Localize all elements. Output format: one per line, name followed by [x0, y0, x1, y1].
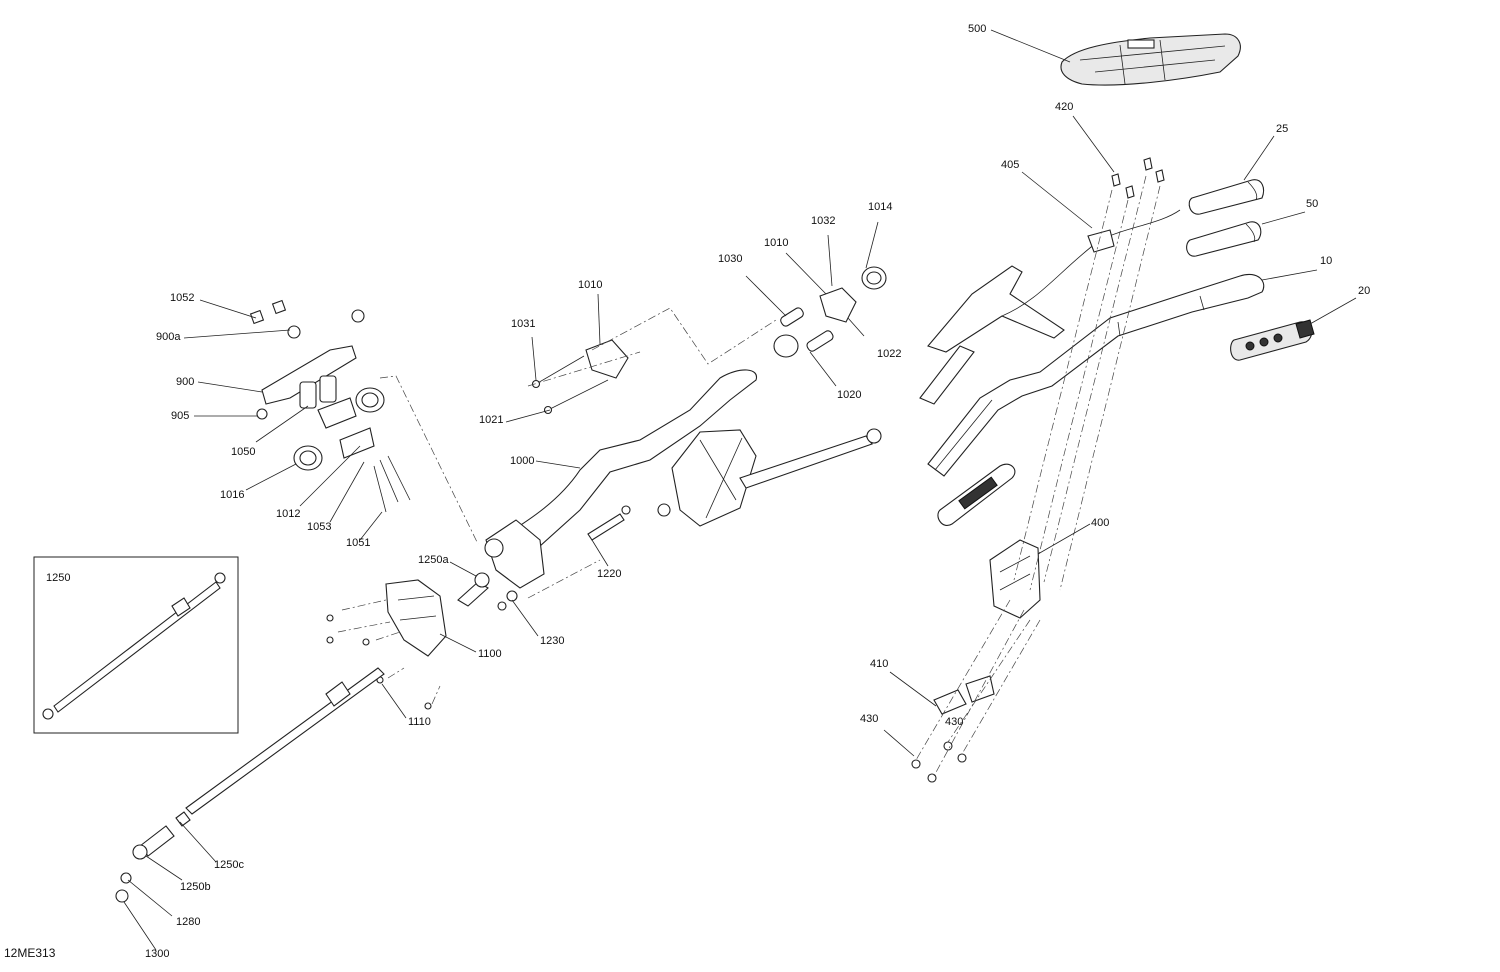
- callout-1051: 1051: [346, 537, 370, 549]
- grip-left-bar: [937, 463, 1016, 526]
- grip-tube-25: [1188, 179, 1265, 215]
- riser-clamp-400: [989, 539, 1041, 619]
- drawing-code: 12ME313: [4, 946, 56, 960]
- callout-1100: 1100: [478, 648, 502, 660]
- callout-430b: 430: [860, 713, 878, 725]
- callout-1032: 1032: [811, 215, 835, 227]
- callout-1300: 1300: [145, 948, 169, 960]
- callout-1110: 1110: [408, 716, 431, 728]
- callout-20: 20: [1358, 285, 1370, 297]
- callout-1250c: 1250c: [214, 859, 244, 871]
- callout-1250b: 1250b: [180, 881, 211, 893]
- callout-900: 900: [176, 376, 194, 388]
- callout-25: 25: [1276, 123, 1288, 135]
- heated-grip-20: [1230, 319, 1315, 361]
- column-clamp-1010a: [585, 339, 629, 379]
- callout-1053: 1053: [307, 521, 331, 533]
- callout-1022: 1022: [877, 348, 901, 360]
- screws-420: [1111, 157, 1165, 199]
- steering-cover-1100: [385, 579, 447, 657]
- steering-column-1000: [484, 369, 757, 589]
- callout-1000: 1000: [510, 455, 534, 467]
- callout-1014: 1014: [868, 201, 892, 213]
- column-clamp-1010b: [819, 287, 857, 323]
- leader-lines: [123, 29, 1357, 951]
- handlebar-pad-500: [1060, 33, 1241, 86]
- bracket-assembly-900: [249, 299, 411, 513]
- bushings: [293, 266, 887, 471]
- callout-900a: 900a: [156, 331, 181, 343]
- callout-1050: 1050: [231, 446, 255, 458]
- tie-rod-end-small: [457, 505, 631, 611]
- callout-1280: 1280: [176, 916, 200, 928]
- callout-905: 905: [171, 410, 189, 422]
- tie-rod-1250: [115, 667, 385, 903]
- callout-500: 500: [968, 23, 986, 35]
- callout-1052: 1052: [170, 292, 194, 304]
- gear-cover-right: [657, 428, 882, 527]
- callout-1030: 1030: [718, 253, 742, 265]
- callout-10: 10: [1320, 255, 1332, 267]
- callout-labels: 500 420 25 405 50 10 20 1014 1032 1010 1…: [4, 23, 1370, 960]
- inset-frame: [33, 556, 239, 734]
- callout-1230: 1230: [540, 635, 564, 647]
- callout-410: 410: [870, 658, 888, 670]
- bolts-1021-1031: [531, 355, 609, 415]
- bolts-430: [911, 741, 967, 783]
- assembly-lines: [337, 175, 1161, 777]
- callout-1010b: 1010: [764, 237, 788, 249]
- callout-1020: 1020: [837, 389, 861, 401]
- grip-tube-50: [1186, 221, 1262, 257]
- callout-420: 420: [1055, 101, 1073, 113]
- callout-400: 400: [1091, 517, 1109, 529]
- callout-1250a: 1250a: [418, 554, 449, 566]
- callout-1012: 1012: [276, 508, 300, 520]
- callout-1220: 1220: [597, 568, 621, 580]
- callout-430a: 430: [945, 716, 963, 728]
- brake-lever-assembly: [919, 209, 1181, 405]
- callout-50: 50: [1306, 198, 1318, 210]
- inset-label: 1250: [46, 572, 70, 584]
- callout-1021: 1021: [479, 414, 503, 426]
- inset-tie-rod: [42, 572, 226, 720]
- callout-1016: 1016: [220, 489, 244, 501]
- callout-405: 405: [1001, 159, 1019, 171]
- callout-1031: 1031: [511, 318, 535, 330]
- callout-1010a: 1010: [578, 279, 602, 291]
